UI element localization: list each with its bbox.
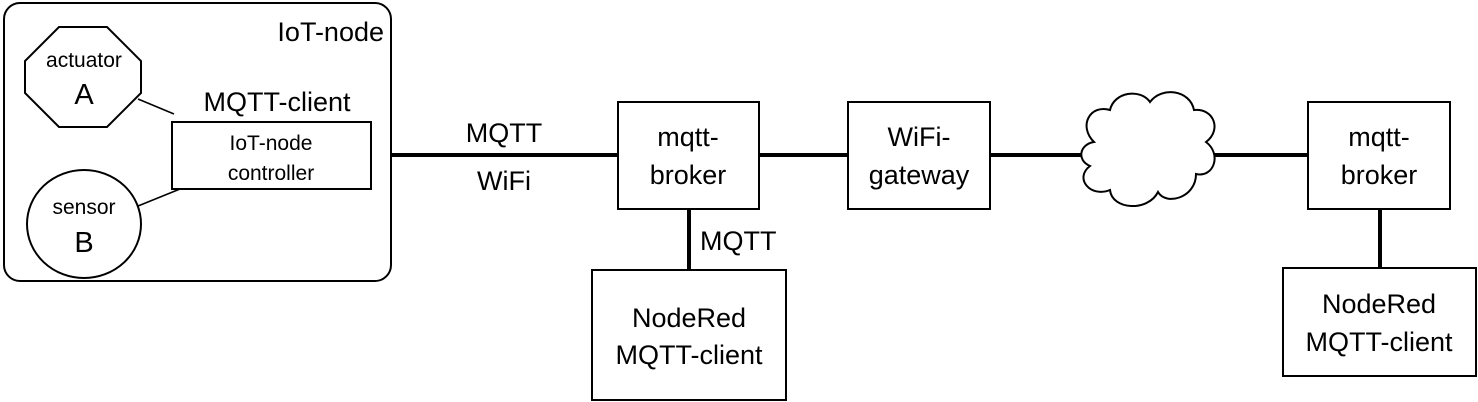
actuator-id: A: [74, 79, 94, 111]
actuator-connector: [137, 98, 175, 115]
mqtt-client-label: MQTT-client: [203, 87, 351, 117]
nodered-local-line1: NodeRed: [632, 303, 746, 333]
link-label-wifi: WiFi: [477, 166, 531, 196]
iot-node-controller: IoT-node controller: [171, 121, 372, 190]
wifi-gateway: WiFi- gateway: [847, 101, 991, 210]
broker-local-line1: mqtt-: [657, 122, 719, 152]
nodered-remote-line2: MQTT-client: [1305, 327, 1453, 357]
nodered-remote-box: [1282, 267, 1477, 377]
actuator-label: actuator: [46, 49, 122, 72]
controller-box: [171, 121, 372, 190]
gateway-line1: WiFi-: [888, 122, 951, 152]
cloud-icon: [1080, 91, 1216, 207]
link-label-mqtt-vertical: MQTT: [700, 226, 776, 256]
link-label-mqtt: MQTT: [466, 118, 542, 148]
controller-line1: IoT-node: [230, 132, 313, 155]
gateway-box: [847, 101, 991, 210]
nodered-local: NodeRed MQTT-client: [591, 269, 787, 401]
gateway-line2: gateway: [869, 160, 970, 190]
broker-local-line2: broker: [650, 160, 727, 190]
sensor-label: sensor: [52, 196, 115, 219]
nodered-local-box: [591, 269, 787, 401]
iot-node-group: IoT-node actuator A sensor B MQTT-client…: [3, 2, 392, 282]
sensor-connector: [137, 188, 181, 207]
sensor-circle: [26, 169, 142, 279]
actuator-octagon: [24, 26, 142, 128]
nodered-local-line2: MQTT-client: [615, 340, 763, 370]
connections: [371, 153, 1382, 270]
iot-node-title: IoT-node: [277, 17, 384, 47]
mqtt-broker-local: mqtt- broker: [617, 101, 760, 210]
sensor-id: B: [74, 227, 93, 259]
broker-remote-box: [1307, 101, 1451, 210]
actuator-node: actuator A: [24, 26, 142, 128]
nodered-remote-line1: NodeRed: [1322, 289, 1436, 319]
controller-line2: controller: [228, 162, 314, 185]
mqtt-broker-remote: mqtt- broker: [1307, 101, 1451, 210]
sensor-node: sensor B: [26, 169, 142, 279]
cloud-shape: [1080, 91, 1216, 207]
nodered-remote: NodeRed MQTT-client: [1282, 267, 1477, 377]
broker-local-box: [617, 101, 760, 210]
broker-remote-line2: broker: [1341, 160, 1418, 190]
broker-remote-line1: mqtt-: [1348, 122, 1410, 152]
